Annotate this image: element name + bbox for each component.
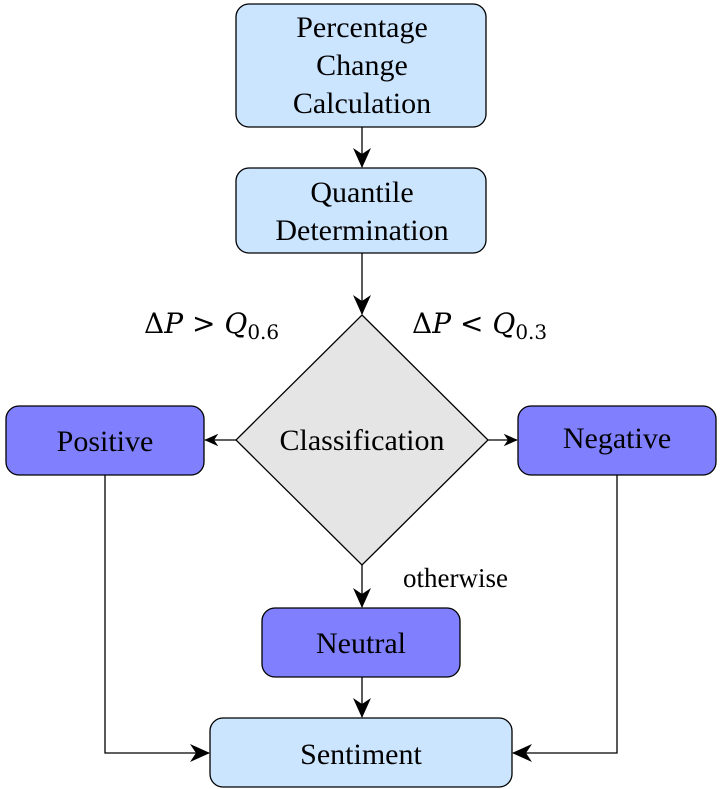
edge-negative-to-sentiment [512, 475, 618, 762]
node-label-line: Calculation [293, 87, 431, 120]
node-positive: Positive [5, 405, 205, 476]
edge-positive-to-sentiment [104, 475, 210, 762]
node-label-line: Determination [275, 214, 448, 247]
quantile-subscript: 0.3 [515, 320, 547, 344]
node-percentage-change-calculation: Percentage Change Calculation [235, 3, 487, 128]
node-classification-decision: Classification [235, 314, 489, 566]
operator: > [183, 307, 224, 340]
operator: < [451, 307, 492, 340]
quantile-symbol: Q [224, 307, 247, 340]
edge-label-otherwise: otherwise [403, 563, 508, 593]
node-label: Sentiment [300, 738, 422, 771]
node-quantile-determination: Quantile Determination [235, 167, 487, 254]
node-label: Neutral [316, 627, 406, 660]
quantile-symbol: Q [492, 307, 515, 340]
edge-label-positive-condition: ΔP > Q0.6 [144, 307, 279, 344]
node-box [261, 607, 461, 678]
node-box [209, 717, 513, 788]
node-box [517, 405, 717, 476]
node-box [235, 3, 487, 128]
node-label: Negative [563, 422, 671, 455]
node-label-line: Change [316, 49, 408, 82]
variable: P [163, 307, 184, 340]
node-label-line: Percentage [296, 11, 428, 44]
node-sentiment: Sentiment [209, 717, 513, 788]
node-label-line: Quantile [310, 176, 413, 209]
delta-symbol: Δ [412, 307, 432, 340]
node-box [5, 405, 205, 476]
node-negative: Negative [517, 405, 717, 476]
node-neutral: Neutral [261, 607, 461, 678]
node-label: Classification [280, 424, 445, 457]
node-label: Positive [57, 425, 154, 458]
quantile-subscript: 0.6 [247, 320, 279, 344]
delta-symbol: Δ [144, 307, 164, 340]
decision-diamond [235, 314, 489, 566]
variable: P [431, 307, 452, 340]
node-box [235, 167, 487, 254]
edge-label-negative-condition: ΔP < Q0.3 [412, 307, 547, 344]
